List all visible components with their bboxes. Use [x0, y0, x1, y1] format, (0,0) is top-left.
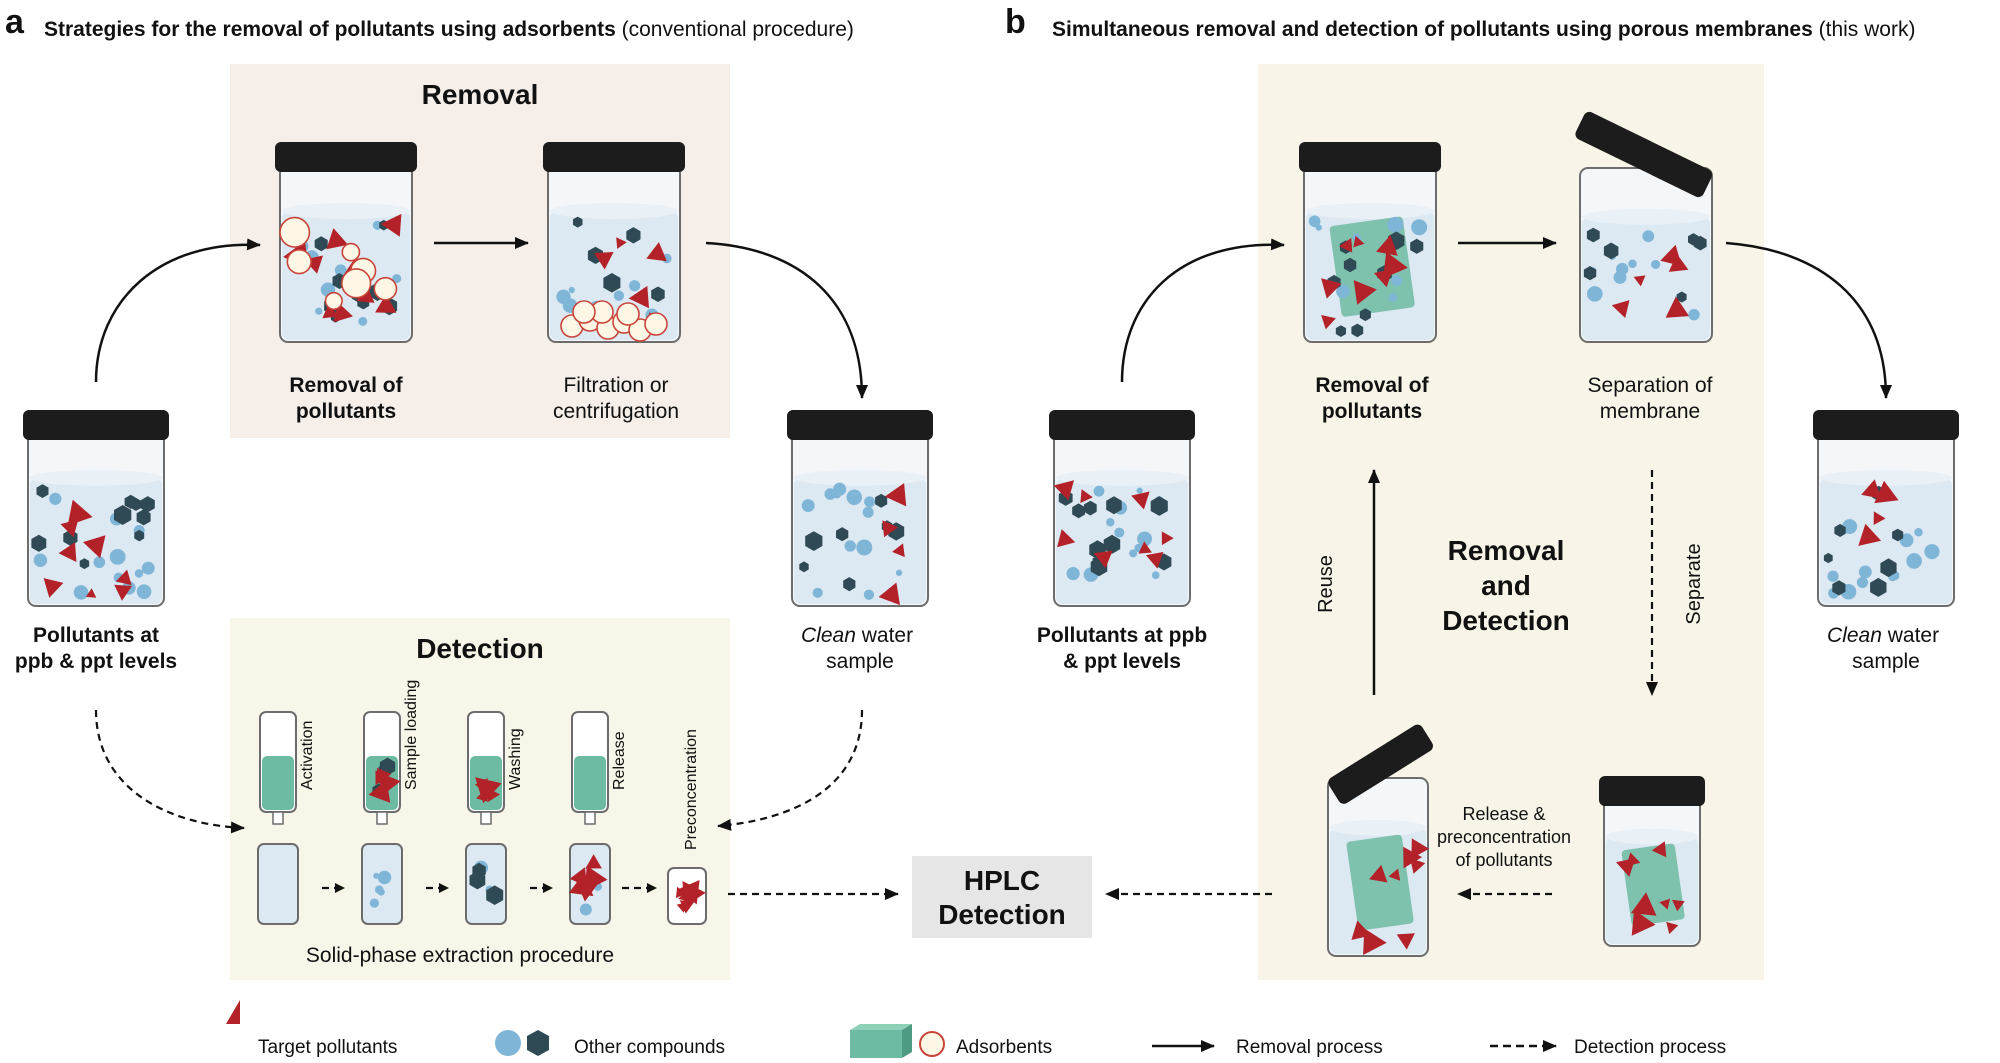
jar-removal-a — [275, 142, 417, 343]
separate-label: Separate — [1683, 543, 1705, 624]
jar-pollutants-b — [1049, 410, 1195, 607]
removal-arrows — [94, 237, 1892, 695]
spe-cartridge-2: Sample loading — [363, 680, 420, 825]
jars-layer — [23, 111, 1959, 957]
spe-step-label: Sample loading — [403, 680, 420, 790]
spe-cartridge-3: Washing — [467, 711, 524, 825]
reuse-label: Reuse — [1315, 555, 1337, 613]
panel-b-letter: b — [1005, 3, 1026, 41]
spe-caption: Solid-phase extraction procedure — [306, 944, 614, 967]
spe-cartridge-4: Release — [571, 711, 628, 825]
spe-tube-3 — [465, 843, 507, 925]
jar-filtration — [543, 142, 685, 343]
detection-arrows — [94, 470, 1658, 900]
clean-water-label-a: Clean water sample — [801, 624, 919, 673]
legend-compound-dark-icon — [527, 1030, 549, 1056]
legend-membrane-icon — [850, 1030, 902, 1058]
jar-pollutants-a — [23, 410, 169, 607]
legend-detection-label: Detection process — [1574, 1037, 1726, 1058]
spe-step-label: Activation — [299, 721, 316, 790]
spe-tube-4 — [568, 843, 611, 925]
pollutants-levels-label-b: Pollutants at ppb& ppt levels — [1037, 624, 1207, 673]
spe-cartridge-1: Activation — [259, 711, 316, 825]
spe-tube-1 — [257, 843, 299, 925]
legend-target-label: Target pollutants — [258, 1037, 397, 1058]
spe-step-label: Release — [611, 731, 628, 790]
removal-heading: Removal — [422, 79, 539, 110]
detection-heading: Detection — [416, 633, 544, 664]
legend-target-icon — [226, 1000, 240, 1024]
arrow-b-to-removal — [1120, 238, 1285, 383]
legend-adsorbents-label: Adsorbents — [956, 1037, 1052, 1058]
spe-preconcentrate-vial: Preconcentration — [667, 729, 707, 925]
legend-removal-label: Removal process — [1236, 1037, 1383, 1058]
dash-clean-to-spe — [717, 709, 864, 831]
jar-removal-b — [1299, 142, 1441, 343]
legend-adsorbent-icon — [919, 1031, 945, 1057]
jar-clean-b — [1813, 410, 1959, 607]
arrow-a-to-removal — [94, 238, 261, 383]
jar-separation — [1575, 111, 1713, 343]
jar-release — [1327, 724, 1433, 957]
clean-water-label-b: Clean water sample — [1827, 624, 1945, 673]
spe-step-label-preconcentration: Preconcentration — [683, 729, 700, 850]
settled-adsorbents — [560, 300, 668, 342]
spe-step-label: Washing — [507, 728, 524, 790]
arrow-filtration-to-clean — [705, 241, 868, 399]
legend-other-label: Other compounds — [574, 1037, 725, 1058]
spe-layer: Activation Sample loading Washing Release Pr… — [257, 680, 707, 925]
legend: Target pollutants Other compounds Adsorb… — [226, 1000, 1726, 1058]
arrow-separation-to-clean — [1725, 241, 1892, 399]
hplc-box — [912, 856, 1092, 938]
spe-tube-2 — [361, 843, 403, 925]
dash-a-to-spe — [94, 709, 245, 834]
panel-a-title: Strategies for the removal of pollutants… — [44, 18, 854, 41]
panel-b-title: Simultaneous removal and detection of po… — [1052, 18, 1915, 41]
panel-a-letter: a — [5, 3, 25, 41]
jar-clean-a — [787, 410, 933, 607]
jar-membrane-b — [1599, 776, 1705, 947]
legend-compound-light-icon — [495, 1030, 521, 1056]
